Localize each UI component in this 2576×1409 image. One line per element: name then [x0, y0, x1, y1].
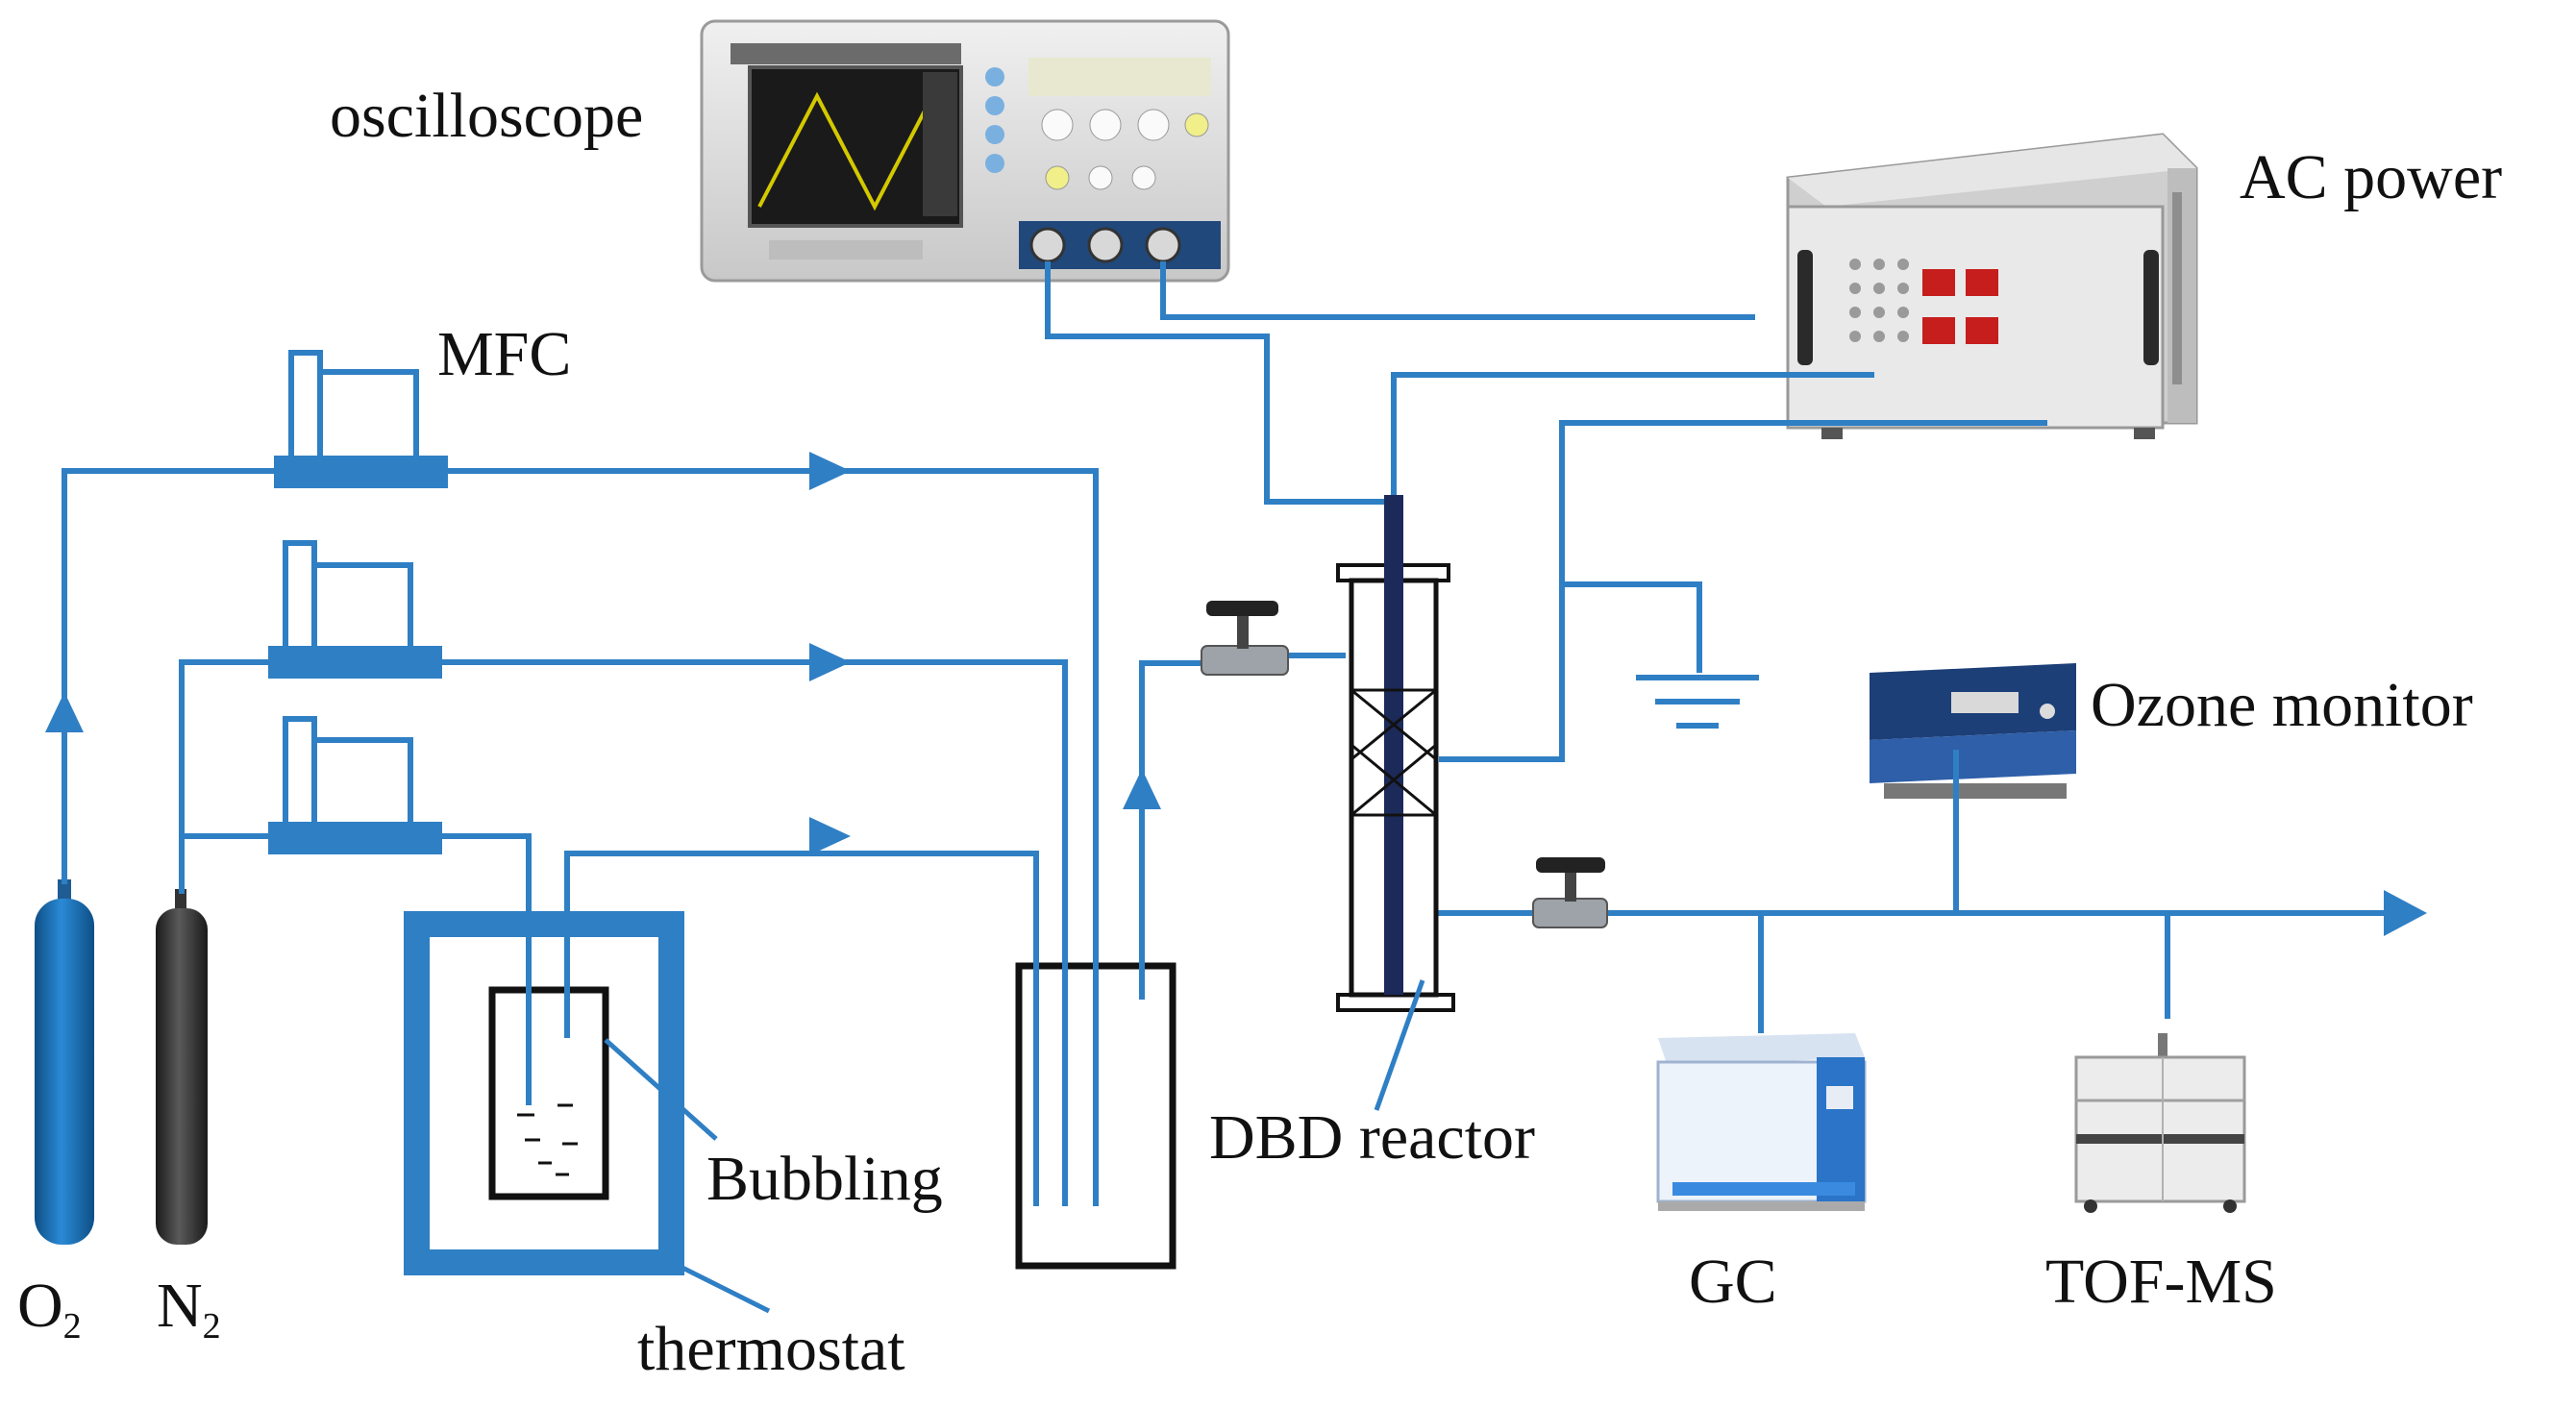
- gas-lines: [62, 261, 2384, 1206]
- tof-ms-icon: [2074, 1033, 2246, 1213]
- label-n2-main: N: [157, 1271, 203, 1341]
- gas-cylinder-icon-n2: [156, 889, 208, 1245]
- label-n2: N2: [157, 1271, 221, 1347]
- label-ac-power: AC power: [2240, 142, 2502, 212]
- valve-icon-2: [1532, 857, 1608, 928]
- label-o2-main: O: [17, 1271, 63, 1341]
- ground-icon: [1636, 675, 1759, 729]
- ac-power-supply-icon: [1786, 133, 2198, 439]
- label-mfc: MFC: [437, 319, 571, 389]
- label-tof-ms: TOF-MS: [2045, 1247, 2277, 1317]
- mfc-3: [268, 716, 442, 854]
- label-o2: O2: [17, 1271, 82, 1347]
- label-thermostat: thermostat: [637, 1314, 905, 1384]
- valve-icon-1: [1201, 601, 1289, 676]
- label-bubbling: Bubbling: [706, 1144, 943, 1214]
- label-n2-sub: 2: [203, 1306, 221, 1347]
- ozone-monitor-icon: [1870, 663, 2076, 799]
- mfc-1: [274, 350, 448, 488]
- label-ozone-monitor: Ozone monitor: [2091, 670, 2473, 740]
- gas-chromatograph-icon: [1656, 1033, 1867, 1211]
- label-oscilloscope: oscilloscope: [330, 81, 643, 151]
- mfc-2: [268, 540, 442, 679]
- oscilloscope-icon: [700, 19, 1230, 283]
- label-gc: GC: [1689, 1247, 1777, 1317]
- dbd-reactor: [1336, 495, 1455, 1012]
- thermostat: [404, 911, 684, 1275]
- label-dbd-reactor: DBD reactor: [1209, 1102, 1535, 1173]
- gas-cylinder-icon-o2: [35, 879, 94, 1245]
- label-leaders: [604, 979, 1425, 1314]
- label-o2-sub: 2: [63, 1306, 82, 1347]
- flow-arrows: [45, 452, 2427, 936]
